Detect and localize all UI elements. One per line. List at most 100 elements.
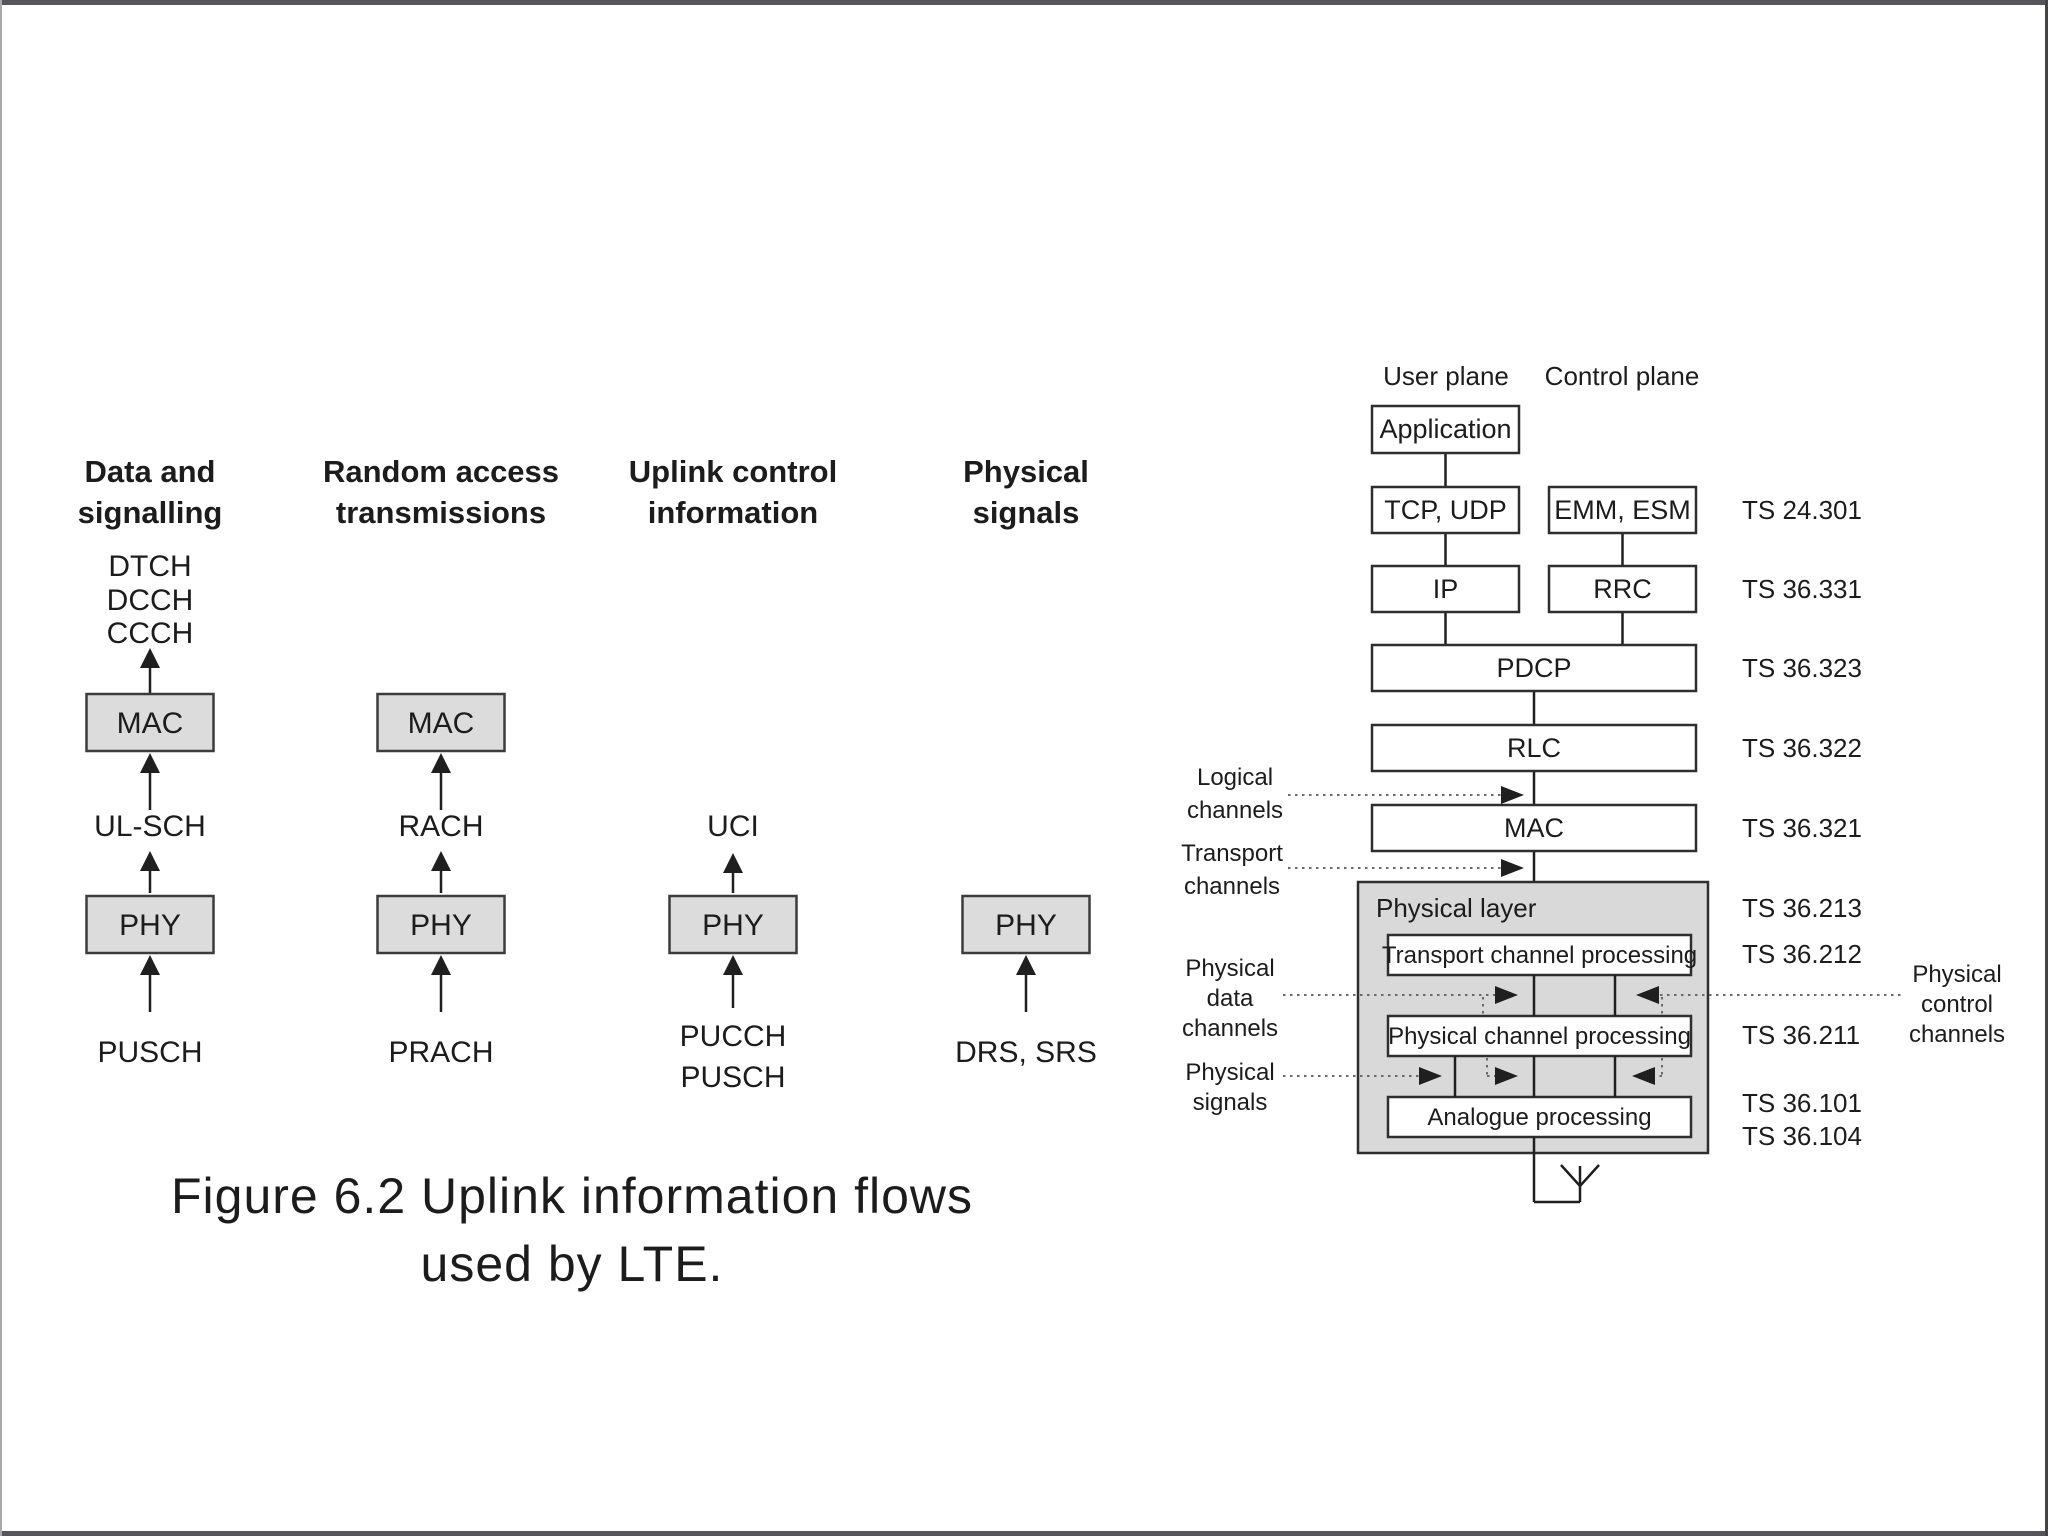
analogue-processing-box (1386, 1095, 1693, 1139)
physical-data-channels-label-line1: Physical (1185, 955, 1274, 982)
logical-channels-label-line2: channels (1187, 797, 1283, 824)
arrow-ulsch-to-mac (140, 753, 160, 810)
figure-caption-line2: used by LTE. (421, 1236, 724, 1292)
uplink-flows-diagram: Data and signalling DTCH DCCH CCCH MAC U… (78, 454, 1097, 1292)
slide-right-border (2045, 0, 2048, 1536)
ts-36-211-label: TS 36.211 (1742, 1020, 1860, 1050)
emm-esm-label: EMM, ESM (1554, 495, 1691, 525)
ts-36-322-label: TS 36.322 (1742, 733, 1862, 763)
phy-box-label: PHY (410, 909, 472, 942)
physical-signals-label-line2: signals (1193, 1089, 1268, 1116)
physical-control-channels-pointer: Physical control channels (1636, 961, 2005, 1048)
emm-esm-box (1547, 485, 1698, 535)
arrow-pucch-to-phy (723, 955, 743, 1008)
physical-channel-pucch: PUCCH (680, 1020, 787, 1053)
transport-channel-uci: UCI (707, 810, 759, 843)
physical-control-channels-label-line3: channels (1909, 1021, 2005, 1048)
logical-channel-ccch: CCCH (107, 617, 194, 650)
transport-channels-pointer: Transport channels (1181, 840, 1524, 900)
slide-bottom-border (0, 1531, 2048, 1536)
column-title-line2: signalling (78, 495, 223, 530)
ts-spec-labels: TS 24.301 TS 36.331 TS 36.323 TS 36.322 … (1742, 495, 1862, 1151)
flow-column-data-signalling: Data and signalling DTCH DCCH CCCH MAC U… (78, 454, 223, 1069)
mac-box (376, 692, 506, 753)
logical-channels-pointer: Logical channels (1187, 764, 1524, 824)
transport-channels-label-line1: Transport (1181, 840, 1283, 867)
antenna-icon (1532, 1137, 1600, 1204)
phy-box-label: PHY (702, 909, 764, 942)
phy-box (376, 894, 506, 955)
flow-column-uplink-control: Uplink control information UCI PHY PUCCH… (629, 454, 837, 1094)
mac-box (85, 692, 215, 753)
physical-channel-prach: PRACH (388, 1036, 493, 1069)
application-box (1370, 404, 1521, 455)
slide-top-border (0, 0, 2048, 5)
ts-36-101-label: TS 36.101 (1742, 1088, 1862, 1118)
arrow-phy-to-uci (723, 853, 743, 893)
phy-box (668, 894, 798, 955)
arrow-phy-to-rach (431, 851, 451, 893)
protocol-stack-diagram: User plane Control plane Application TCP… (1181, 361, 2005, 1204)
physical-data-channels-label-line3: channels (1182, 1015, 1278, 1042)
figure-caption: Figure 6.2 Uplink information flows used… (171, 1168, 973, 1292)
column-title-line2: signals (973, 495, 1080, 530)
pdcp-box (1370, 643, 1698, 693)
phy-box (85, 894, 215, 955)
logical-channel-dtch: DTCH (108, 550, 191, 583)
transport-channels-label-line2: channels (1184, 873, 1280, 900)
slide-left-border (0, 0, 2, 1536)
arrow-mac-to-channels (140, 648, 160, 693)
column-title-line2: transmissions (336, 495, 546, 530)
ts-36-331-label: TS 36.331 (1742, 574, 1862, 604)
physical-data-channels-pointer: Physical data channels (1182, 955, 1518, 1042)
mac-label: MAC (1504, 813, 1564, 843)
phy-box (961, 894, 1091, 955)
logical-channel-dcch: DCCH (107, 584, 194, 617)
physical-processing-label: Physical channel processing (1388, 1023, 1691, 1050)
phy-box-label: PHY (119, 909, 181, 942)
analogue-processing-label: Analogue processing (1427, 1104, 1651, 1131)
physical-channel-pusch: PUSCH (97, 1036, 202, 1069)
ts-36-213-label: TS 36.213 (1742, 893, 1862, 923)
arrow-pusch-to-phy (140, 955, 160, 1012)
arrow-phy-to-ulsch (140, 851, 160, 893)
transport-channel-rach: RACH (398, 810, 483, 843)
column-title-line1: Physical (963, 454, 1089, 489)
arrow-prach-to-phy (431, 955, 451, 1012)
rlc-label: RLC (1507, 733, 1561, 763)
physical-control-channels-label-line1: Physical (1912, 961, 2001, 988)
figure-caption-line1: Figure 6.2 Uplink information flows (171, 1168, 973, 1224)
physical-channel-pusch: PUSCH (680, 1061, 785, 1094)
mac-box (1370, 803, 1698, 853)
tcp-udp-label: TCP, UDP (1384, 495, 1507, 525)
mac-box-label: MAC (408, 707, 475, 740)
flow-column-physical-signals: Physical signals PHY DRS, SRS (955, 454, 1097, 1069)
ts-36-323-label: TS 36.323 (1742, 653, 1862, 683)
physical-control-channels-label-line2: control (1921, 991, 1993, 1018)
rlc-box (1370, 723, 1698, 773)
phy-box-label: PHY (995, 909, 1057, 942)
dotted-bypass-arrows (1486, 1058, 1663, 1085)
physical-signals-pointer: Physical signals (1185, 1059, 1442, 1116)
column-title-line1: Uplink control (629, 454, 837, 489)
tcp-udp-box (1370, 485, 1521, 535)
ts-36-321-label: TS 36.321 (1742, 813, 1862, 843)
column-title-line2: information (648, 495, 819, 530)
physical-data-channels-label-line2: data (1207, 985, 1254, 1012)
column-title-line1: Data and (85, 454, 216, 489)
flow-column-random-access: Random access transmissions MAC RACH PHY (323, 454, 559, 1069)
rrc-box (1547, 564, 1698, 614)
rrc-label: RRC (1593, 574, 1652, 604)
physical-signal-drs-srs: DRS, SRS (955, 1036, 1097, 1069)
logical-channels-label-line1: Logical (1197, 764, 1273, 791)
physical-layer-label: Physical layer (1376, 893, 1537, 923)
ts-36-212-label: TS 36.212 (1742, 939, 1862, 969)
arrow-drs-srs-to-phy (1016, 955, 1036, 1012)
ts-24-301-label: TS 24.301 (1742, 495, 1862, 525)
processing-stage-links (1453, 975, 1617, 1097)
pdcp-label: PDCP (1496, 653, 1571, 683)
user-plane-label: User plane (1383, 361, 1509, 391)
arrow-rach-to-mac (431, 753, 451, 810)
